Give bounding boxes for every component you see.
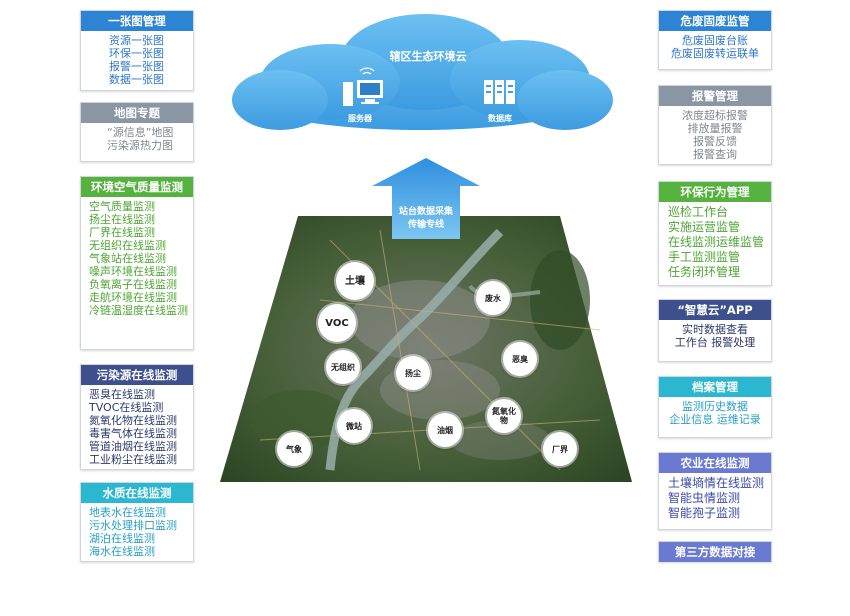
arrow-label-2: 传输专线 bbox=[407, 218, 444, 230]
module-item[interactable]: 污水处理排口监测 bbox=[89, 519, 177, 532]
map-point[interactable]: VOC bbox=[318, 304, 356, 342]
map-point[interactable]: 恶臭 bbox=[503, 342, 537, 376]
module-title[interactable]: 环保行为管理 bbox=[659, 182, 771, 202]
right-module-card: 危废固废监管危废固废台账危废固废转运联单 bbox=[658, 10, 772, 70]
map-point[interactable]: 废水 bbox=[476, 281, 510, 315]
module-item[interactable]: 地表水在线监测 bbox=[89, 506, 166, 519]
map-point[interactable]: 土壤 bbox=[336, 262, 374, 300]
module-item[interactable]: 排放量报警 bbox=[687, 122, 743, 135]
module-item[interactable]: 负氧离子在线监测 bbox=[89, 278, 177, 291]
map-point[interactable]: 厂界 bbox=[543, 432, 577, 466]
module-title[interactable]: 第三方数据对接 bbox=[659, 542, 771, 562]
upload-arrow bbox=[372, 158, 480, 239]
module-item[interactable]: 浓度超标报警 bbox=[682, 109, 748, 122]
cloud-shape bbox=[232, 14, 613, 130]
right-module-card: 第三方数据对接 bbox=[658, 541, 772, 562]
module-title[interactable]: 一张图管理 bbox=[81, 11, 193, 31]
module-item[interactable]: 毒害气体在线监测 bbox=[89, 427, 177, 440]
module-item[interactable]: 管道油烟在线监测 bbox=[89, 440, 177, 453]
map-point[interactable]: 无组织 bbox=[326, 350, 360, 384]
map-point[interactable]: 氮氧化物 bbox=[487, 399, 521, 433]
module-title[interactable]: 污染源在线监测 bbox=[81, 365, 193, 385]
module-item[interactable]: 环保一张图 bbox=[109, 47, 164, 60]
map-point[interactable]: 油烟 bbox=[428, 413, 462, 447]
server-icon bbox=[343, 67, 383, 106]
river bbox=[325, 228, 504, 471]
right-module-card: “智慧云”APP 实时数据查看工作台 报警处理 bbox=[658, 299, 772, 362]
map-point[interactable]: 扬尘 bbox=[396, 356, 430, 390]
module-item[interactable]: 噪声环境在线监测 bbox=[89, 265, 177, 278]
database-icon bbox=[484, 80, 515, 104]
module-item[interactable]: 报警反馈 bbox=[693, 135, 737, 148]
module-title[interactable]: 水质在线监测 bbox=[81, 483, 193, 503]
cloud-title: 辖区生态环境云 bbox=[390, 49, 467, 63]
module-item[interactable]: 危废固废转运联单 bbox=[671, 47, 759, 60]
module-item[interactable]: 污染源热力图 bbox=[107, 139, 173, 152]
module-item[interactable]: 工业粉尘在线监测 bbox=[89, 453, 177, 466]
module-item[interactable]: TVOC在线监测 bbox=[89, 401, 164, 414]
module-item[interactable]: 监测历史数据 bbox=[682, 400, 748, 413]
module-item[interactable]: 资源一张图 bbox=[109, 34, 164, 47]
module-item[interactable]: 空气质量监测 bbox=[89, 200, 155, 213]
right-module-card: 农业在线监测土壤墒情在线监测智能虫情监测智能孢子监测 bbox=[658, 452, 772, 530]
module-item[interactable]: 扬尘在线监测 bbox=[89, 213, 155, 226]
module-item[interactable]: 巡检工作台 bbox=[668, 205, 729, 219]
map-point[interactable]: 气象 bbox=[277, 432, 311, 466]
module-item[interactable]: 任务闭环管理 bbox=[668, 265, 741, 279]
server-label: 服务器 bbox=[348, 113, 373, 123]
module-item[interactable]: 无组织在线监测 bbox=[89, 239, 166, 252]
map-point[interactable]: 微站 bbox=[337, 409, 371, 443]
module-item[interactable]: 走航环境在线监测 bbox=[89, 291, 177, 304]
module-item[interactable]: 企业信息 运维记录 bbox=[669, 413, 761, 426]
module-title[interactable]: 危废固废监管 bbox=[659, 11, 771, 31]
module-item[interactable]: 手工监测监管 bbox=[668, 250, 741, 264]
module-item[interactable]: 报警查询 bbox=[693, 148, 737, 161]
right-module-card: 档案管理监测历史数据企业信息 运维记录 bbox=[658, 376, 772, 438]
right-module-card: 报警管理浓度超标报警排放量报警报警反馈报警查询 bbox=[658, 85, 772, 165]
module-item[interactable]: 危废固废台账 bbox=[682, 34, 748, 47]
module-title[interactable]: 地图专题 bbox=[81, 103, 193, 123]
module-item[interactable]: 恶臭在线监测 bbox=[89, 388, 155, 401]
module-item[interactable]: 湖泊在线监测 bbox=[89, 532, 155, 545]
module-item[interactable]: 智能孢子监测 bbox=[668, 506, 741, 520]
module-title[interactable]: 档案管理 bbox=[659, 377, 771, 397]
left-module-card: 环境空气质量监测空气质量监测扬尘在线监测厂界在线监测无组织在线监测气象站在线监测… bbox=[80, 176, 194, 350]
module-item[interactable]: 数据一张图 bbox=[109, 73, 164, 86]
module-title[interactable]: 农业在线监测 bbox=[659, 453, 771, 473]
right-module-card: 环保行为管理巡检工作台实施运营监管在线监测运维监管手工监测监管任务闭环管理 bbox=[658, 181, 772, 286]
module-title[interactable]: “智慧云”APP bbox=[659, 300, 771, 320]
module-title[interactable]: 报警管理 bbox=[659, 86, 771, 106]
module-item[interactable]: 氮氧化物在线监测 bbox=[89, 414, 177, 427]
module-item[interactable]: 实施运营监管 bbox=[668, 220, 741, 234]
module-item[interactable]: 土壤墒情在线监测 bbox=[668, 476, 765, 490]
module-item[interactable]: 气象站在线监测 bbox=[89, 252, 166, 265]
left-module-card: 水质在线监测地表水在线监测污水处理排口监测湖泊在线监测海水在线监测 bbox=[80, 482, 194, 562]
module-item[interactable]: 工作台 报警处理 bbox=[674, 336, 756, 349]
module-item[interactable]: 在线监测运维监管 bbox=[668, 235, 765, 249]
left-module-card: 地图专题 “源信息”地图污染源热力图 bbox=[80, 102, 194, 162]
module-item[interactable]: 智能虫情监测 bbox=[668, 491, 741, 505]
module-item[interactable]: 海水在线监测 bbox=[89, 545, 155, 558]
module-title[interactable]: 环境空气质量监测 bbox=[81, 177, 193, 197]
module-item[interactable]: 实时数据查看 bbox=[682, 323, 748, 336]
arrow-label-1: 站台数据采集 bbox=[399, 205, 454, 217]
module-item[interactable]: 厂界在线监测 bbox=[89, 226, 155, 239]
left-module-card: 一张图管理资源一张图环保一张图报警一张图数据一张图 bbox=[80, 10, 194, 91]
module-item[interactable]: “源信息”地图 bbox=[107, 126, 174, 139]
database-label: 数据库 bbox=[488, 113, 512, 123]
module-item[interactable]: 冷链温湿度在线监测 bbox=[89, 304, 188, 317]
module-item[interactable]: 报警一张图 bbox=[109, 60, 164, 73]
